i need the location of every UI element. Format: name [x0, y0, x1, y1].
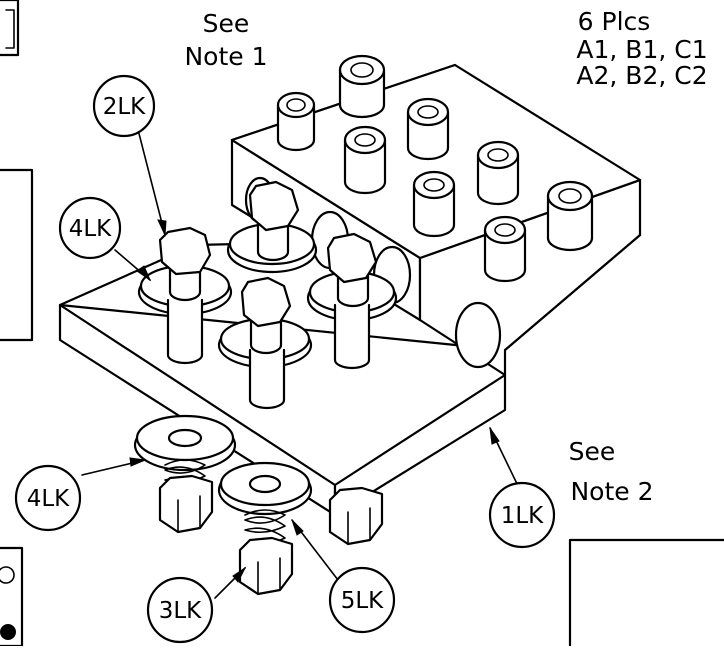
- balloon-1lk-label: 1LK: [501, 503, 544, 529]
- bolt-3: [306, 232, 398, 370]
- cap-screw-2: [338, 54, 386, 119]
- bolt-1: [137, 226, 233, 365]
- cap-screws: [276, 54, 594, 283]
- note-plcs: 6 Plcs A1, B1, C1 A2, B2, C2: [576, 7, 707, 90]
- hex-bolts: [137, 180, 398, 410]
- cap-screw-4: [343, 125, 387, 195]
- note-2-line-2: Note 2: [570, 477, 653, 506]
- cap-screw-7: [546, 180, 594, 252]
- balloon-3lk-label: 3LK: [159, 598, 202, 624]
- balloon-4lk-bottom-label: 4LK: [27, 486, 70, 512]
- leader-lines: [81, 117, 521, 599]
- balloon-2lk: 2LK: [92, 74, 156, 138]
- balloon-3lk: 3LK: [146, 576, 214, 644]
- washer-center: [217, 461, 313, 516]
- balloon-2lk-label: 2LK: [103, 94, 146, 120]
- balloon-4lk-top: 4LK: [58, 196, 122, 260]
- bolt-2: [226, 180, 318, 274]
- plcs-line-1: 6 Plcs: [578, 7, 651, 36]
- right-partial-view: [568, 538, 724, 648]
- balloon-5lk-label: 5LK: [341, 588, 384, 614]
- balloon-4lk-bottom: 4LK: [14, 464, 82, 532]
- balloon-1lk: 1LK: [488, 481, 556, 549]
- nut-center: [238, 536, 294, 596]
- bolt-4: [217, 276, 313, 410]
- nut-right: [328, 486, 384, 546]
- cap-screw-3: [406, 97, 450, 161]
- spring-center: [244, 509, 286, 547]
- balloon-5lk: 5LK: [328, 566, 396, 634]
- note-1: See Note 1: [184, 9, 267, 71]
- cap-screw-5: [476, 140, 520, 206]
- lower-hardware: [133, 414, 384, 596]
- note-1-line-1: See: [203, 9, 250, 38]
- cap-screw-1: [276, 91, 316, 152]
- balloon-4lk-top-label: 4LK: [69, 216, 112, 242]
- note-1-line-2: Note 1: [184, 42, 267, 71]
- washer-left: [133, 414, 237, 472]
- note-2: See Note 2: [569, 437, 654, 506]
- nut-left: [158, 474, 214, 534]
- plcs-line-2: A1, B1, C1: [576, 35, 707, 64]
- cap-screw-6: [412, 170, 456, 238]
- left-partial-view: [0, 0, 34, 648]
- cap-screw-8: [483, 215, 527, 283]
- plcs-line-3: A2, B2, C2: [576, 61, 707, 90]
- note-2-line-1: See: [569, 437, 616, 466]
